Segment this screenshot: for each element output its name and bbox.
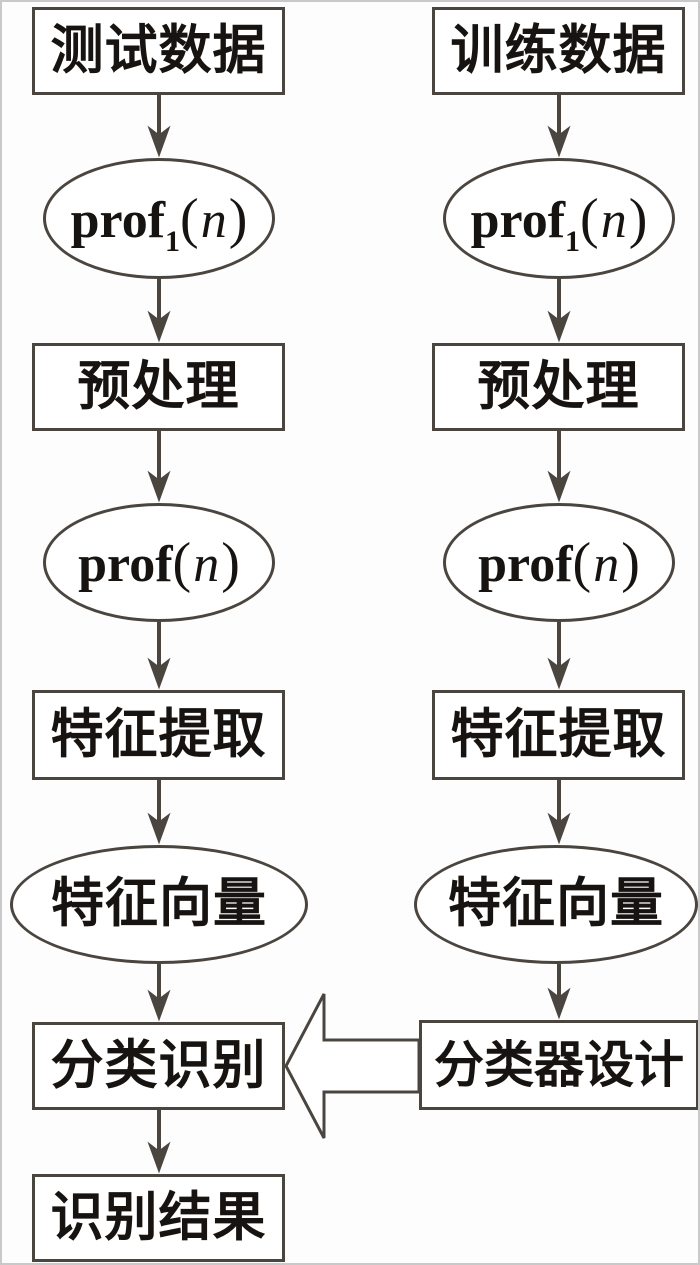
formula-open-paren: ( [580, 187, 599, 250]
node-feature-extraction-right: 特征提取 [432, 690, 685, 780]
formula-open-paren: ( [572, 531, 592, 594]
formula-close-paren: ) [228, 187, 248, 250]
node-label: 分类识别 [50, 1036, 267, 1095]
node-label: 预处理 [477, 357, 640, 416]
formula-fn: prof [70, 191, 166, 249]
formula-arg: n [593, 535, 620, 593]
node-feature-extraction-left: 特征提取 [32, 690, 285, 780]
node-prof-left: prof(n) [43, 503, 275, 622]
formula-arg: n [600, 191, 627, 249]
formula-prof: prof(n) [478, 535, 640, 591]
node-prof-right: prof(n) [443, 503, 675, 622]
node-preprocess-left: 预处理 [32, 343, 285, 431]
node-label: 特征提取 [450, 705, 667, 764]
formula-subscript: 1 [165, 224, 181, 258]
formula-open-paren: ( [172, 531, 192, 594]
down-arrow [547, 95, 571, 1020]
formula-prof: prof(n) [78, 535, 240, 591]
formula-fn: prof [78, 535, 173, 593]
node-classifier-design: 分类器设计 [419, 1020, 698, 1110]
formula-close-paren: ) [621, 531, 640, 594]
formula-fn: prof [470, 191, 566, 249]
node-classification: 分类识别 [32, 1022, 285, 1110]
down-arrow [147, 95, 171, 1174]
node-training-data: 训练数据 [432, 7, 685, 95]
node-label: 分类器设计 [434, 1037, 684, 1093]
formula-close-paren: ) [628, 187, 648, 250]
node-recognition-result: 识别结果 [32, 1174, 285, 1262]
formula-prof1: prof1(n) [70, 187, 248, 257]
formula-prof1: prof1(n) [470, 187, 648, 257]
node-label: 训练数据 [450, 21, 667, 80]
node-label: 预处理 [77, 357, 240, 416]
formula-arg: n [193, 535, 220, 593]
hollow-block-arrow-left [284, 993, 421, 1139]
formula-subscript: 1 [565, 224, 581, 258]
node-label: 测试数据 [50, 21, 267, 80]
formula-open-paren: ( [180, 187, 199, 250]
node-prof1-left: prof1(n) [43, 158, 275, 279]
node-feature-vector-right: 特征向量 [414, 845, 698, 964]
node-preprocess-right: 预处理 [432, 343, 685, 431]
node-label: 特征向量 [51, 875, 267, 933]
node-feature-vector-left: 特征向量 [10, 845, 308, 964]
formula-arg: n [200, 191, 227, 249]
node-label: 特征提取 [50, 705, 267, 764]
formula-close-paren: ) [221, 531, 240, 594]
node-label: 识别结果 [50, 1188, 267, 1247]
formula-fn: prof [478, 535, 573, 593]
node-test-data: 测试数据 [32, 7, 285, 95]
node-prof1-right: prof1(n) [443, 158, 675, 279]
node-label: 特征向量 [448, 875, 664, 933]
